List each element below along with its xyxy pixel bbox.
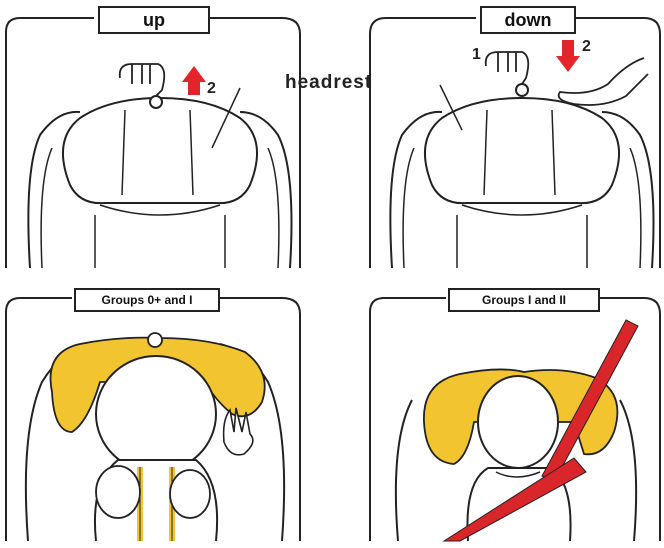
groups-1-2-label: Groups I and II bbox=[448, 288, 600, 312]
arrow-down-icon bbox=[556, 40, 580, 72]
down-step-1-number: 1 bbox=[472, 46, 481, 64]
arrow-up-icon bbox=[182, 66, 206, 95]
panel-up: up 2 bbox=[0, 0, 305, 270]
groups-0-1-illustration bbox=[0, 282, 305, 543]
down-label: down bbox=[480, 6, 576, 34]
down-step-2-number: 2 bbox=[582, 38, 591, 56]
down-illustration bbox=[364, 0, 664, 270]
up-illustration bbox=[0, 0, 305, 270]
groups-1-2-illustration bbox=[364, 282, 664, 543]
up-label: up bbox=[98, 6, 210, 34]
panel-groups-0-1: Groups 0+ and I bbox=[0, 282, 305, 543]
groups-0-1-label: Groups 0+ and I bbox=[74, 288, 220, 312]
up-step-number: 2 bbox=[207, 80, 216, 98]
headrest-label: headrest bbox=[285, 72, 372, 94]
panel-groups-1-2: Groups I and II bbox=[364, 282, 664, 543]
panel-down: down 1 2 bbox=[364, 0, 664, 270]
